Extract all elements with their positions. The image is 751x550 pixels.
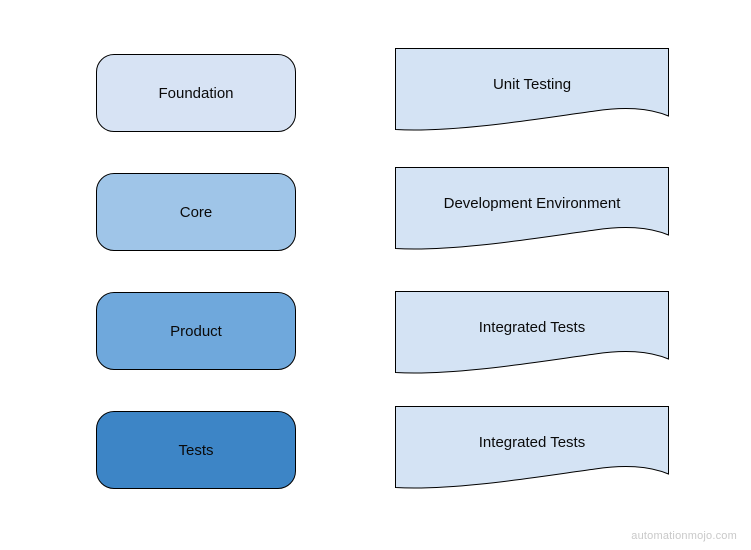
document-label: Development Environment [443,194,621,212]
layer-box-foundation: Foundation [96,54,296,132]
document-shape-unit-testing: Unit Testing [395,48,669,136]
document-wave-outline [395,48,669,131]
document-shape-development-environment: Development Environment [395,167,669,255]
watermark: automationmojo.com [631,530,737,542]
layer-label: Tests [178,441,214,459]
layer-box-tests: Tests [96,411,296,489]
document-wave-outline [395,406,669,489]
document-wave-outline [395,167,669,250]
document-label: Unit Testing [492,75,572,93]
document-wave-outline [395,291,669,374]
layer-label: Product [170,322,222,340]
layer-label: Foundation [158,84,234,102]
document-shape-integrated-tests-2: Integrated Tests [395,406,669,494]
layer-box-product: Product [96,292,296,370]
layer-label: Core [179,203,213,221]
layer-box-core: Core [96,173,296,251]
document-label: Integrated Tests [478,318,586,336]
document-shape-integrated-tests-1: Integrated Tests [395,291,669,379]
document-label: Integrated Tests [478,433,586,451]
